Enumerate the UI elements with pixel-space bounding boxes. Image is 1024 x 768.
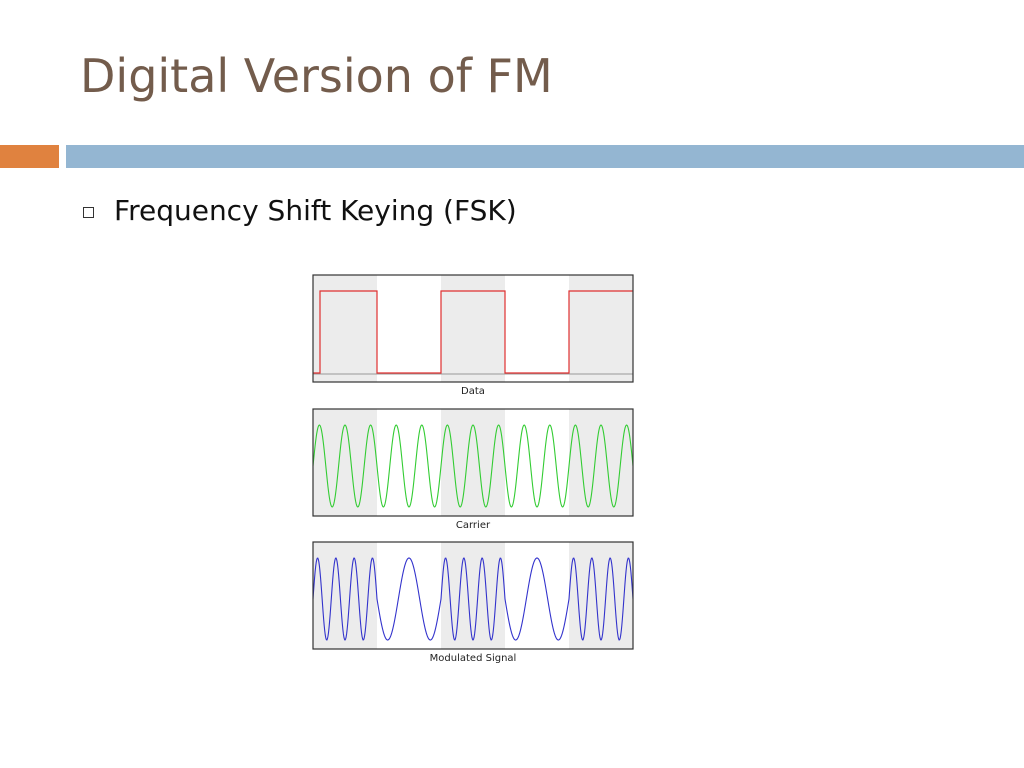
panel-data: Data <box>312 274 634 397</box>
data-waveform <box>313 290 633 374</box>
square-bullet-icon <box>83 206 94 218</box>
bit-highlight <box>569 409 633 516</box>
panel-label: Modulated Signal <box>430 653 517 664</box>
bit-highlight <box>441 542 505 649</box>
accent-bar-blue <box>66 145 1024 168</box>
bit-highlight <box>569 275 633 382</box>
bit-highlight <box>569 542 633 649</box>
panel-modulated: Modulated Signal <box>312 541 634 664</box>
panel-frame <box>312 274 634 383</box>
bit-highlight <box>313 409 377 516</box>
bit-highlight <box>313 275 377 382</box>
modulated-waveform <box>312 557 634 641</box>
panel-frame <box>312 541 634 650</box>
bullet-text: Frequency Shift Keying (FSK) <box>114 194 517 227</box>
panel-label: Data <box>461 386 485 397</box>
bit-highlight <box>441 409 505 516</box>
bullet-item: Frequency Shift Keying (FSK) <box>83 194 517 227</box>
bit-highlight <box>313 542 377 649</box>
carrier-waveform <box>312 424 634 508</box>
slide-title: Digital Version of FM <box>80 49 553 103</box>
panel-frame <box>312 408 634 517</box>
panel-label: Carrier <box>456 520 491 531</box>
accent-bar-orange <box>0 145 59 168</box>
bit-highlight <box>441 275 505 382</box>
panel-carrier: Carrier <box>312 408 634 531</box>
